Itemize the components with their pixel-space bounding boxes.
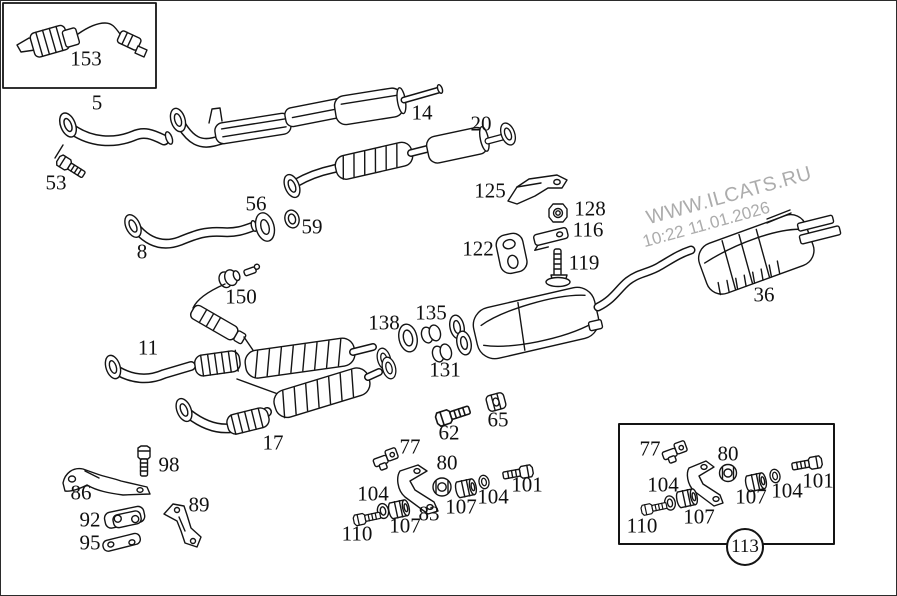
part-label-8: 8 <box>136 239 148 264</box>
part-label-119: 119 <box>568 250 600 275</box>
catalyst-pipe-17-drawing <box>172 355 399 436</box>
kit-label-77: 77 <box>639 436 661 461</box>
bracket-92 <box>103 505 146 529</box>
part-label-110: 110 <box>341 521 373 546</box>
hanger-hardware-drawing <box>495 174 571 288</box>
ring-135-drawing <box>420 324 442 344</box>
catalyst-pipe-11-drawing <box>101 337 394 384</box>
part-label-53: 53 <box>45 170 67 195</box>
bolt-98 <box>137 445 151 477</box>
part-label-36: 36 <box>753 282 775 307</box>
part-label-65: 65 <box>487 407 509 432</box>
part-label-104-right: 104 <box>477 484 509 509</box>
bracket-86 <box>62 467 151 496</box>
center-muffler-drawing <box>446 245 696 360</box>
part-label-122: 122 <box>462 236 494 261</box>
part-label-59: 59 <box>301 214 323 239</box>
part-label-86: 86 <box>70 480 92 505</box>
clamp-77 <box>372 447 399 471</box>
part-label-11: 11 <box>137 335 159 360</box>
kit-nut-80 <box>718 463 738 483</box>
bracket-group-left-drawing <box>62 445 202 552</box>
part-label-138: 138 <box>368 310 400 335</box>
part-label-135: 135 <box>415 300 447 325</box>
oxygen-sensor-150-drawing <box>189 263 290 399</box>
front-pipe-20-drawing <box>280 120 519 201</box>
part-label-95: 95 <box>79 530 101 555</box>
part-label-153: 153 <box>70 46 102 71</box>
part-label-107-right: 107 <box>445 494 477 519</box>
front-pipe-14-drawing <box>167 84 444 148</box>
part-label-80: 80 <box>436 450 458 475</box>
kit-label-104-right: 104 <box>771 478 803 503</box>
seal-ring-59-drawing <box>284 209 300 229</box>
part-label-14: 14 <box>411 100 433 125</box>
part-label-5: 5 <box>91 90 103 115</box>
kit-clamp-77 <box>661 440 688 464</box>
kit-label-101: 101 <box>802 468 834 493</box>
part-label-62: 62 <box>438 420 460 445</box>
bracket-125 <box>507 174 568 205</box>
part-label-56: 56 <box>245 191 267 216</box>
kit-label-107-right: 107 <box>735 484 767 509</box>
plate-116 <box>532 227 569 252</box>
nut-128 <box>548 203 568 223</box>
part-label-107-left: 107 <box>389 513 421 538</box>
bracket-83 <box>397 464 439 515</box>
kit-badge-113: 113 <box>726 528 764 566</box>
part-label-98: 98 <box>158 452 180 477</box>
inset-box-sensor <box>2 2 157 89</box>
part-label-104-left: 104 <box>357 481 389 506</box>
stud-bolt-119 <box>545 248 571 288</box>
ring-131-drawing <box>431 343 453 363</box>
part-label-17: 17 <box>262 430 284 455</box>
part-label-83: 83 <box>418 501 440 526</box>
front-pipe-5-drawing <box>54 109 174 181</box>
part-label-89: 89 <box>188 492 210 517</box>
kit-label-107-left: 107 <box>683 504 715 529</box>
gasket-138-drawing <box>398 323 418 353</box>
kit-label-80: 80 <box>717 441 739 466</box>
part-label-128: 128 <box>574 196 606 221</box>
gasket-56-drawing <box>254 212 276 242</box>
part-label-77: 77 <box>399 434 421 459</box>
kit-label-104-left: 104 <box>647 472 679 497</box>
rubber-hanger-122 <box>495 232 528 275</box>
part-label-150: 150 <box>225 284 257 309</box>
tailpipes <box>796 214 842 245</box>
bracket-95 <box>102 532 142 552</box>
part-label-101: 101 <box>511 472 543 497</box>
mount-hardware-center-drawing <box>352 392 535 527</box>
kit-label-110: 110 <box>626 513 658 538</box>
part-label-131: 131 <box>429 357 461 382</box>
nut-65 <box>485 392 507 412</box>
part-label-116: 116 <box>572 217 604 242</box>
part-label-125: 125 <box>474 178 506 203</box>
rear-muffler-36-drawing <box>697 209 842 296</box>
part-label-20: 20 <box>470 111 492 136</box>
oxygen-sensor-153-drawing <box>16 22 148 58</box>
mounting-kit-113-drawing <box>639 440 824 517</box>
nut-80 <box>432 477 452 497</box>
part-label-92: 92 <box>79 507 101 532</box>
